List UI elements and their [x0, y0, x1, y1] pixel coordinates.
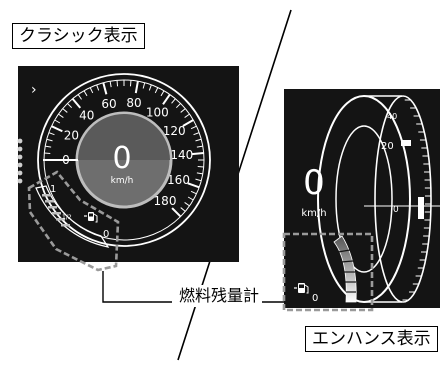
major-tick — [162, 93, 171, 105]
classic-fuel-tick-0: 0 — [103, 229, 109, 240]
minor-tick — [190, 125, 197, 130]
enhanced-fuel-highlight — [282, 232, 374, 312]
enhanced-fuel-bar — [333, 235, 357, 303]
minor-tick — [62, 108, 68, 113]
speed-tick-label: 80 — [126, 96, 141, 110]
menu-chevron-icon: › — [31, 82, 37, 98]
minor-tick — [45, 145, 52, 148]
minor-tick — [187, 196, 194, 201]
ring-tick-40: 40 — [387, 112, 397, 121]
minor-tick — [184, 202, 190, 207]
minor-tick — [44, 152, 51, 155]
minor-tick — [175, 103, 181, 109]
major-tick — [182, 119, 194, 127]
major-tick — [102, 82, 108, 95]
classic-fuel-tick-1: 1 — [50, 184, 56, 195]
speed-tick-label: 120 — [163, 124, 186, 138]
speed-tick-label: 40 — [79, 109, 94, 123]
enhanced-fuel-pump-icon — [294, 283, 309, 294]
enhanced-speed-unit: km/h — [301, 208, 326, 219]
major-tick — [171, 207, 182, 218]
minor-tick — [54, 119, 61, 124]
classic-fuel-highlight — [27, 170, 120, 272]
major-tick — [71, 98, 82, 109]
minor-tick — [195, 178, 202, 182]
ring-tick-0: 0 — [393, 205, 399, 215]
minor-tick — [83, 90, 88, 97]
indicator-dots — [17, 138, 23, 184]
minor-tick — [184, 113, 190, 118]
callout-leader-left — [102, 271, 172, 303]
minor-tick — [196, 145, 203, 148]
classic-display-panel: › 020406080100120140160180 0 km/h 1 1/2 … — [17, 66, 239, 272]
classic-display-label: クラシック表示 — [12, 23, 145, 49]
minor-tick — [154, 87, 159, 94]
classic-fuel-pump-icon — [84, 212, 98, 223]
enhanced-display-panel: 40 20 0 0 km/h 0 — [282, 89, 440, 312]
speed-tick-label: 100 — [146, 105, 169, 119]
minor-tick — [148, 84, 152, 91]
minor-tick — [195, 138, 202, 142]
minor-tick — [67, 103, 73, 109]
major-tick — [134, 81, 139, 94]
minor-tick — [58, 113, 64, 118]
ring-tick-20: 20 — [381, 141, 394, 152]
enhanced-fuel-tick-0: 0 — [312, 293, 318, 304]
classic-speed-unit: km/h — [111, 176, 134, 186]
major-tick — [187, 182, 200, 189]
minor-tick — [89, 87, 94, 94]
enhanced-display-label: エンハンス表示 — [305, 326, 438, 352]
classic-fuel-bars — [42, 194, 70, 227]
minor-tick — [180, 207, 186, 212]
enhanced-speed-value: 0 — [303, 163, 325, 203]
major-tick — [191, 152, 204, 156]
speed-tick-label: 20 — [64, 128, 79, 142]
minor-tick — [171, 98, 176, 104]
minor-tick — [48, 132, 55, 136]
minor-tick — [116, 80, 119, 87]
speed-tick-label: 160 — [167, 173, 190, 187]
minor-tick — [180, 108, 186, 113]
classic-speed-value: 0 — [112, 141, 131, 176]
speed-tick-label: 180 — [154, 194, 177, 208]
minor-tick — [77, 94, 82, 100]
ring-tick-marks — [402, 99, 431, 301]
minor-tick — [193, 132, 200, 136]
classic-fuel-arc — [35, 185, 110, 248]
fuel-gauge-callout-label: 燃料残量計 — [176, 285, 263, 307]
minor-tick — [129, 80, 132, 87]
minor-tick — [197, 165, 204, 168]
minor-tick — [96, 84, 100, 91]
classic-fuel-tick-half: 1/2 — [62, 214, 72, 221]
minor-tick — [160, 90, 165, 97]
major-tick — [51, 125, 63, 133]
minor-tick — [190, 190, 197, 195]
minor-tick — [46, 138, 53, 142]
minor-tick — [109, 81, 112, 88]
minor-tick — [142, 82, 146, 89]
speed-tick-label: 60 — [101, 97, 116, 111]
speed-tick-label: 140 — [170, 148, 193, 162]
minor-tick — [196, 172, 203, 175]
enhanced-fuel-segments — [337, 249, 356, 293]
